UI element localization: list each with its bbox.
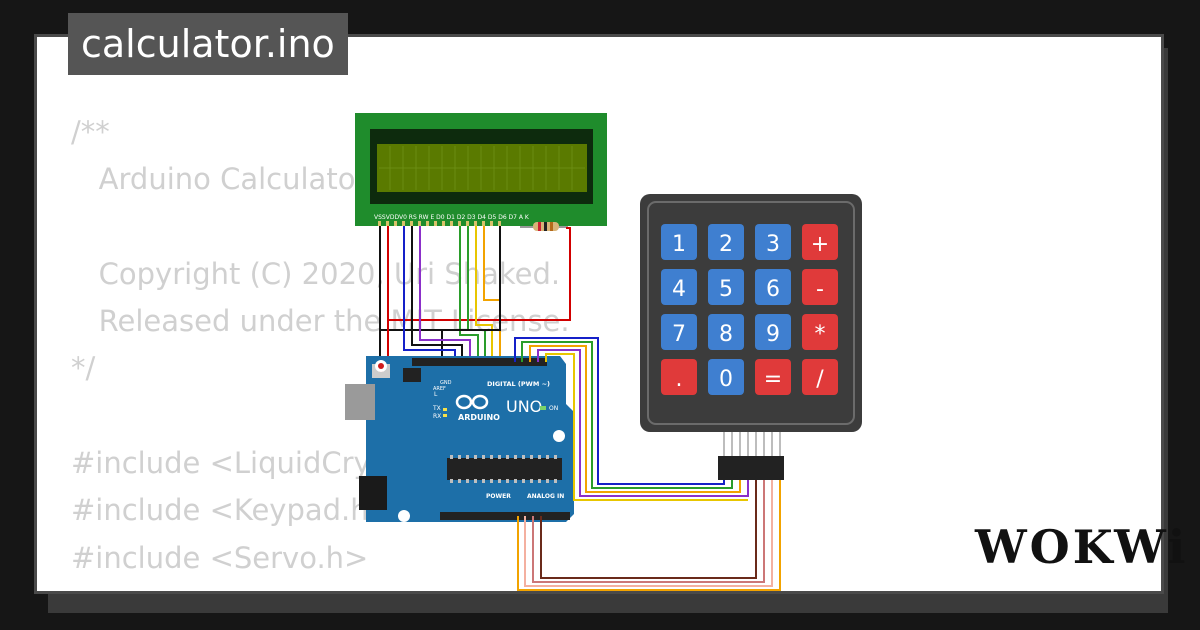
keypad[interactable]: 1 2 3 +4 5 6 - 7 8 9 *. 0 = / [640, 194, 862, 480]
keypad-key[interactable]: 5 [708, 269, 744, 305]
keypad-wires [514, 337, 781, 591]
keypad-key-label: / [816, 367, 824, 392]
lcd-pin-labels: VSSVDDV0 RS RW E D0 D1 D2 D3 D4 D5 D6 D7… [374, 214, 530, 221]
l-label: L [434, 391, 438, 398]
keypad-key-label: * [815, 322, 826, 347]
keypad-key[interactable]: = [755, 359, 791, 395]
file-title: calculator.ino [68, 13, 348, 75]
keypad-key-label: 5 [719, 277, 733, 302]
rx-label: RX [433, 413, 441, 420]
keypad-key-label: 9 [766, 322, 780, 347]
usb-port [345, 384, 375, 420]
power-analog-header [440, 512, 570, 520]
code-line: Released under the MIT License. [71, 304, 570, 339]
digital-header [412, 358, 547, 366]
arduino-logo-icon [455, 394, 489, 410]
keypad-key-label: 0 [719, 367, 733, 392]
brand-label: ARDUINO [458, 413, 500, 422]
keypad-key-label: . [676, 367, 683, 392]
keypad-key[interactable]: 8 [708, 314, 744, 350]
model-label: UNO [506, 397, 542, 416]
lcd-display[interactable]: VSSVDDV0 RS RW E D0 D1 D2 D3 D4 D5 D6 D7… [355, 113, 607, 226]
digital-label: DIGITAL (PWM ~) [487, 380, 550, 388]
keypad-key[interactable]: 3 [755, 224, 791, 260]
resistor[interactable] [520, 222, 568, 231]
code-line: Arduino Calculator [71, 162, 368, 197]
keypad-key-label: 4 [672, 277, 686, 302]
code-preview: /** Arduino Calculator Copyright (C) 202… [71, 109, 570, 582]
keypad-key[interactable]: - [802, 269, 838, 305]
code-line: #include <Servo.h> [71, 540, 369, 575]
arduino-uno-board[interactable]: DIGITAL (PWM ~) AREF GND UNO ARDUINO ON … [345, 356, 574, 522]
keypad-key-label: 1 [672, 232, 686, 257]
microcontroller-chip [447, 458, 562, 480]
keypad-key[interactable]: 0 [708, 359, 744, 395]
keypad-key[interactable]: 7 [661, 314, 697, 350]
keypad-key-label: + [811, 232, 829, 257]
keypad-key[interactable]: . [661, 359, 697, 395]
power-jack [359, 476, 387, 510]
keypad-key[interactable]: 1 [661, 224, 697, 260]
keypad-key-label: 6 [766, 277, 780, 302]
keypad-key-label: 7 [672, 322, 686, 347]
code-line: /** [71, 115, 110, 149]
code-line: Copyright (C) 2020, Uri Shaked. [71, 256, 561, 291]
keypad-key-label: 2 [719, 232, 733, 257]
keypad-connector [718, 432, 784, 480]
analog-label: ANALOG IN [527, 493, 564, 500]
keypad-key[interactable]: 2 [708, 224, 744, 260]
code-line: */ [71, 351, 96, 386]
keypad-key-label: 3 [766, 232, 780, 257]
power-label: POWER [486, 493, 511, 500]
tx-label: TX [432, 405, 441, 412]
keypad-key[interactable]: 9 [755, 314, 791, 350]
keypad-key[interactable]: 4 [661, 269, 697, 305]
keypad-key-label: - [816, 277, 824, 302]
wokwi-logo: WOKWi [975, 520, 1189, 574]
keypad-key[interactable]: + [802, 224, 838, 260]
gnd-label: GND [440, 380, 452, 386]
keypad-key[interactable]: 6 [755, 269, 791, 305]
keypad-key-label: 8 [719, 322, 733, 347]
keypad-key[interactable]: * [802, 314, 838, 350]
aref-label: AREF [433, 386, 446, 392]
on-label: ON [549, 405, 558, 412]
keypad-key-label: = [764, 367, 782, 392]
keypad-key[interactable]: / [802, 359, 838, 395]
